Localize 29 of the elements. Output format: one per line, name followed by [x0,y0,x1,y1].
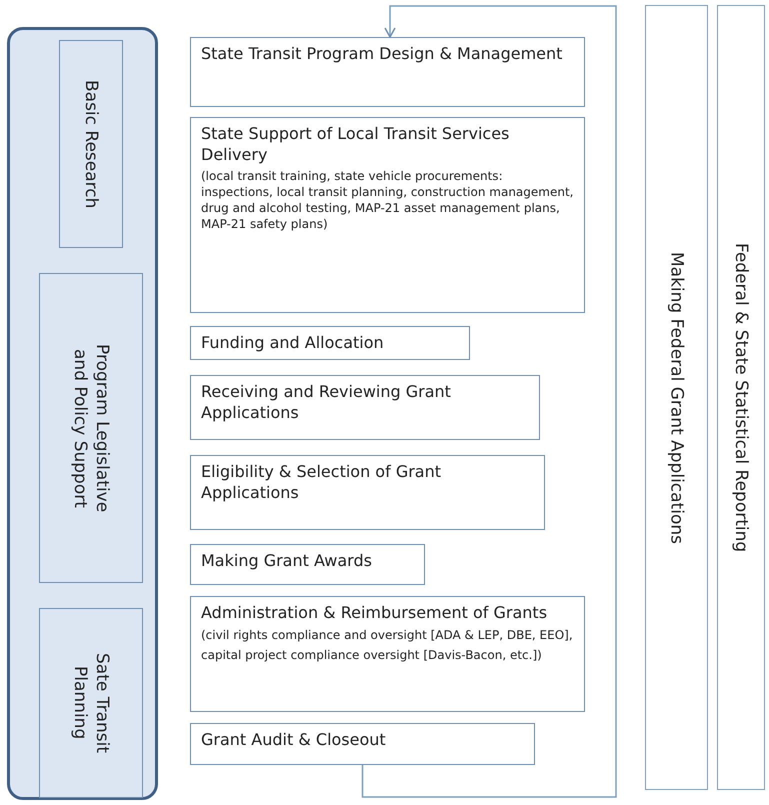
process-box [190,37,585,107]
process-box [190,723,535,765]
connector-arrow [362,5,617,798]
category-box [59,40,123,248]
step-title: Receiving and Reviewing Grant Applications [201,382,451,422]
step-title: Eligibility & Selection of Grant Applications [201,462,442,502]
vertical-label: Federal & State Statistical Reporting [730,242,752,552]
step-title: Funding and Allocation [201,333,384,352]
step-title: State Support of Local Transit Services Delivery [201,124,510,166]
step-title: Making Grant Awards [201,551,372,570]
process-box [190,375,540,440]
step-title: Grant Audit & Closeout [201,730,386,749]
step-title: State Transit Program Design & Management [201,44,562,63]
vertical-label: Program Legislative and Policy Support [69,342,114,514]
category-box [39,273,143,583]
process-box [190,596,585,712]
vertical-label: Making Federal Grant Applications [666,252,688,544]
step-description: (local transit training, state vehicle procurements: inspections, local transit planning, construction management, drug and alcohol testing, MAP-21 asset management plans, MAP-21 safety plans) [201,168,574,232]
process-box [190,117,585,313]
category-box [39,608,143,798]
vertical-label: Basic Research [80,80,102,208]
process-box [190,544,425,585]
process-box [190,326,470,360]
step-text: Administration & Reimbursement of Grants (civil rights compliance and oversight [ADA & LEP, DBE, EEO], capital project compliance oversight [Davis-Bacon, etc.]) [201,603,574,664]
vertical-label: Sate Transit Planning [69,652,114,756]
process-box [190,455,545,530]
column-box [717,5,765,790]
rounded-panel [7,27,158,800]
column-box [645,5,708,790]
